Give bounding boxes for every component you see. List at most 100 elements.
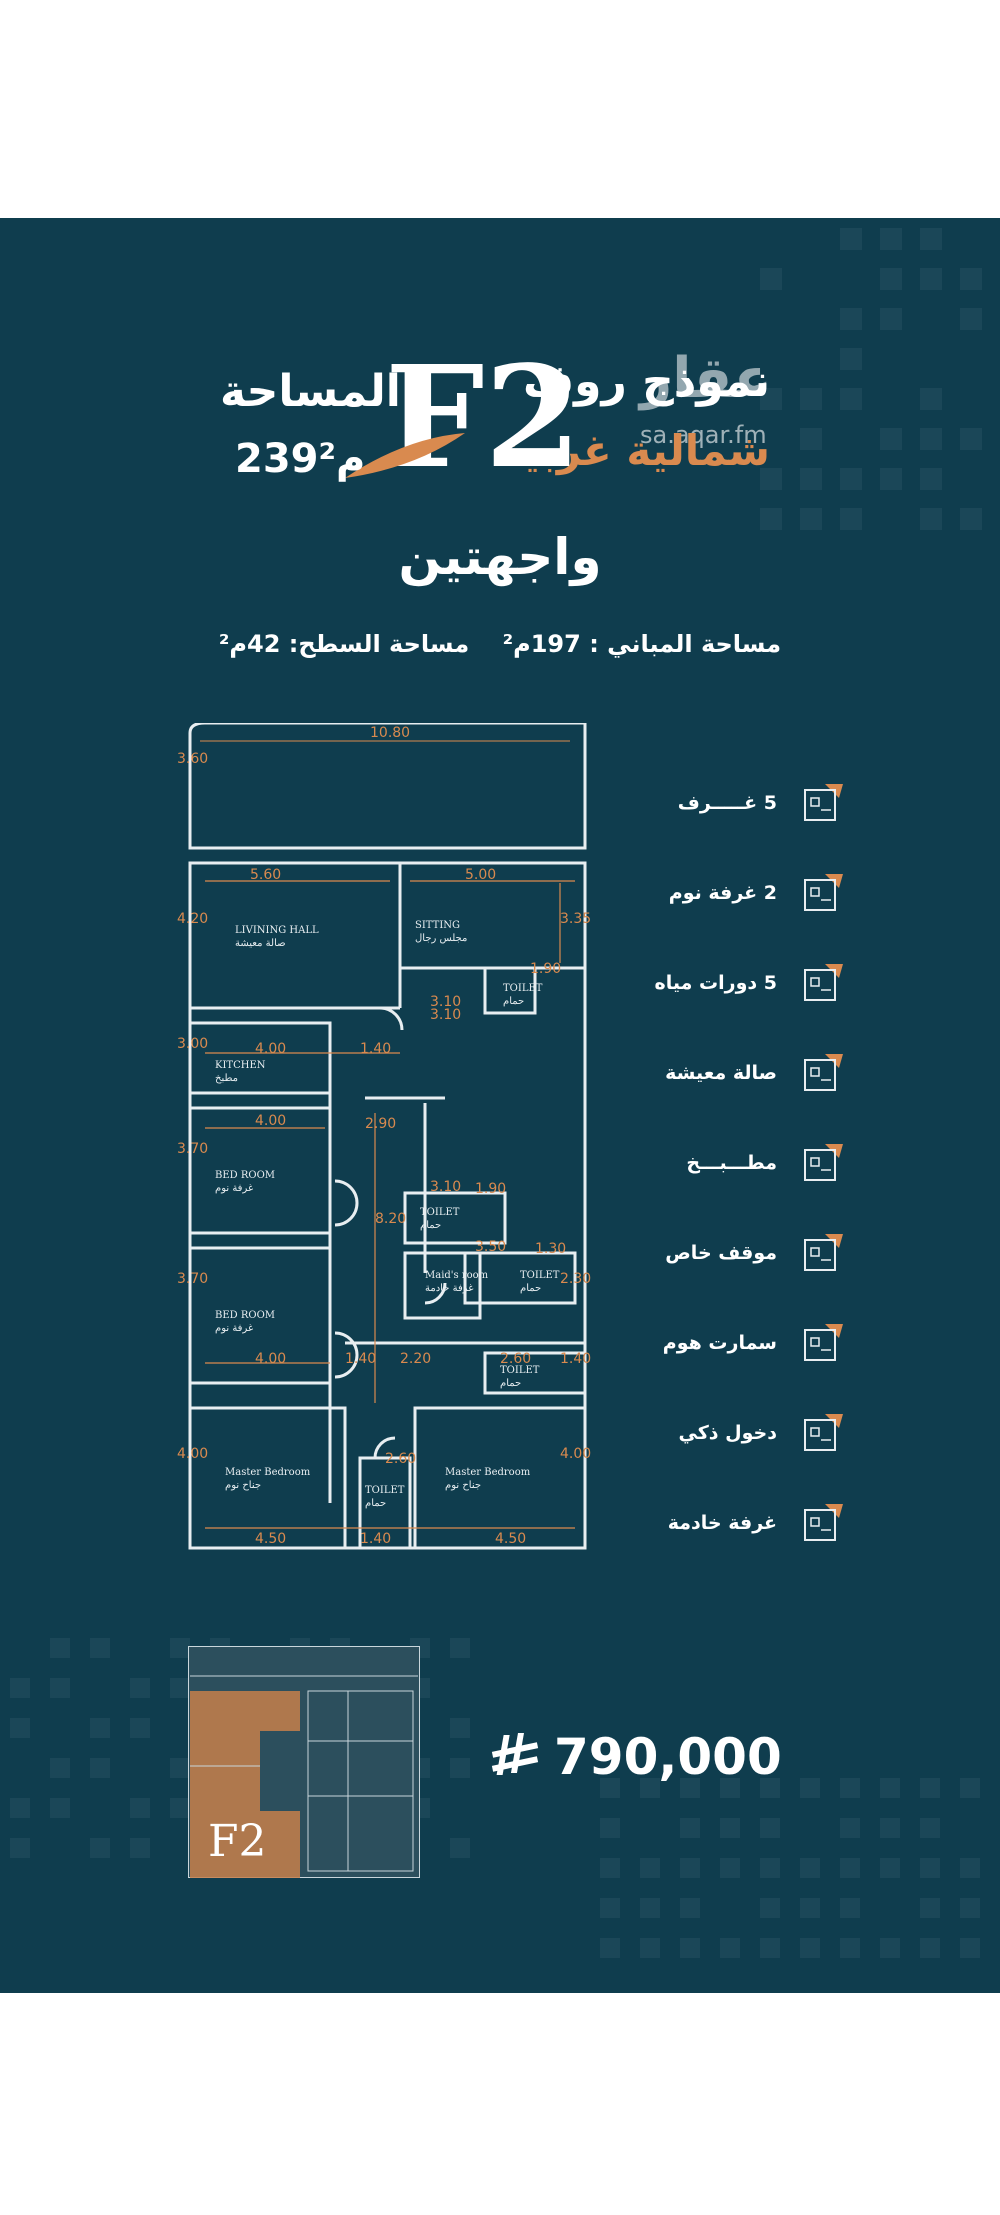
bed-icon [799,870,845,916]
room-name-ar: جناح نوم [225,1480,261,1491]
room-name-en: TOILET [365,1485,405,1496]
feature-item: مطـــبـــخ [686,1138,845,1188]
feature-item: 5 دورات مياه [655,958,845,1008]
price: 790,000 [490,1728,782,1786]
decor-square [170,1758,190,1778]
dimension-label: 10.80 [370,725,410,741]
room-name-en: BED ROOM [215,1170,275,1181]
dimension-label: 1.90 [475,1181,506,1197]
decor-square [10,1838,30,1858]
decor-square [90,1718,110,1738]
dimension-label: 8.20 [375,1211,406,1227]
feature-label: 5 دورات مياه [655,972,777,994]
decor-square [450,1838,470,1858]
smart-lock-icon [799,1410,845,1456]
dimension-label: 3.60 [177,751,208,767]
dimension-label: 4.50 [495,1531,526,1547]
decor-square [450,1638,470,1658]
decor-square [760,268,782,290]
decor-square [90,1838,110,1858]
room-name-en: Master Bedroom [445,1467,531,1478]
decor-square [880,308,902,330]
dimension-label: 4.00 [177,1446,208,1462]
room-name-en: Master Bedroom [225,1467,311,1478]
decor-square [960,1778,980,1798]
roof-area-value: 42م² [219,630,281,658]
decor-square [960,1858,980,1878]
dimension-label: 1.40 [345,1351,376,1367]
riyal-icon [490,1733,542,1781]
decor-square [880,1938,900,1958]
decor-square [960,508,982,530]
decor-square [90,1758,110,1778]
decor-square [800,388,822,410]
decor-square [840,1818,860,1838]
decor-square [130,1718,150,1738]
dimension-label: 2.60 [385,1451,416,1467]
decor-square [840,308,862,330]
decor-square [880,1818,900,1838]
feature-label: غرفة خادمة [668,1512,777,1534]
dimension-label: 2.20 [400,1351,431,1367]
decor-square [680,1858,700,1878]
room-name-ar: غرفة خادمة [425,1283,473,1294]
decor-square [960,428,982,450]
dimension-label: 4.00 [255,1041,286,1057]
decor-square [760,508,782,530]
room-name-ar: حمام [500,1378,521,1389]
decor-square [10,1718,30,1738]
decor-square [800,1778,820,1798]
dimension-label: 3.70 [177,1141,208,1157]
dimension-label: 1.40 [560,1351,591,1367]
dimension-label: 4.00 [255,1113,286,1129]
rooms-icon [799,780,845,826]
decor-square [840,1778,860,1798]
room-name-ar: حمام [420,1220,441,1231]
roof-area-label: مساحة السطح: [289,630,469,658]
feature-item: سمارت هوم [663,1318,845,1368]
facade-label: واجهتين [0,528,1000,586]
dimension-label: 3.50 [475,1239,506,1255]
decor-square [10,1798,30,1818]
feature-item: 5 غـــــرف [678,778,845,828]
decor-square [800,508,822,530]
decor-square [840,228,862,250]
decor-square [600,1938,620,1958]
maid-icon [799,1500,845,1546]
area-label: المساحة [220,366,401,417]
decor-square [840,1938,860,1958]
decor-square [450,1758,470,1778]
room-name-ar: حمام [520,1283,541,1294]
decor-square [50,1678,70,1698]
room-name-en: Maid's room [425,1270,489,1281]
decor-square [600,1858,620,1878]
decor-square [680,1938,700,1958]
room-name-ar: حمام [503,996,524,1007]
feature-label: موقف خاص [665,1242,777,1264]
mini-floor-plan: F2 [188,1646,420,1878]
decor-square [130,1798,150,1818]
decor-square [840,1858,860,1878]
decor-square [720,1938,740,1958]
feature-label: صالة معيشة [665,1062,777,1084]
decor-square [880,1778,900,1798]
room-name-ar: غرفة نوم [215,1323,253,1334]
decor-square [130,1838,150,1858]
decor-square [880,468,902,490]
decor-square [920,1858,940,1878]
dimension-label: 4.00 [560,1446,591,1462]
decor-square [600,1898,620,1918]
model-code: F2 [385,348,582,488]
decor-square [920,428,942,450]
smart-home-icon [799,1320,845,1366]
decor-square [640,1858,660,1878]
room-name-en: TOILET [520,1270,560,1281]
poster: عقار sa.aqar.fm نموذج روف شمالية غربية F… [0,218,1000,1993]
feature-label: مطـــبـــخ [686,1152,777,1174]
decor-square [800,428,822,450]
decor-square [50,1638,70,1658]
decor-square [600,1818,620,1838]
sofa-icon [799,1050,845,1096]
decor-square [760,1818,780,1838]
areas-line: مساحة المباني : 197م² مساحة السطح: 42م² [0,630,1000,658]
